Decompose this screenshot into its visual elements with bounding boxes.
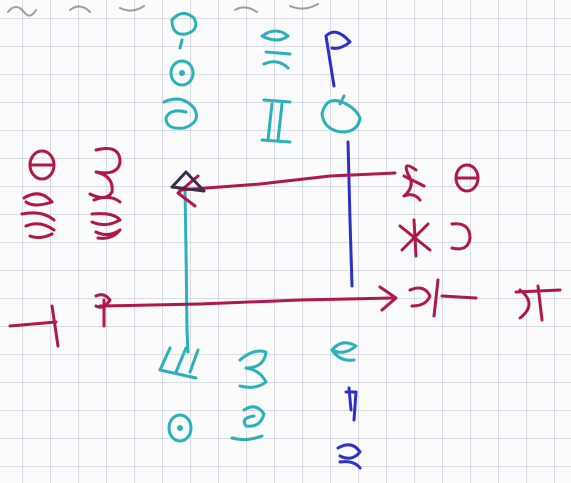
left-vertical-line: [185, 188, 188, 352]
bottom-cyan-glyphs: [160, 348, 266, 441]
upper-horizontal-arrow: [178, 173, 395, 206]
lower-horizontal-arrow: [100, 287, 396, 310]
right-vertical-line: [348, 142, 352, 410]
top-cyan-glyphs: [164, 13, 290, 142]
top-right-cyan-knot: [322, 96, 360, 132]
right-red-glyphs: [400, 165, 560, 320]
bottom-blue-cyan-mark: [332, 343, 356, 360]
left-red-glyphs: [10, 149, 120, 347]
top-edge-marks: [8, 4, 318, 16]
top-blue-glyphs: [326, 32, 350, 86]
